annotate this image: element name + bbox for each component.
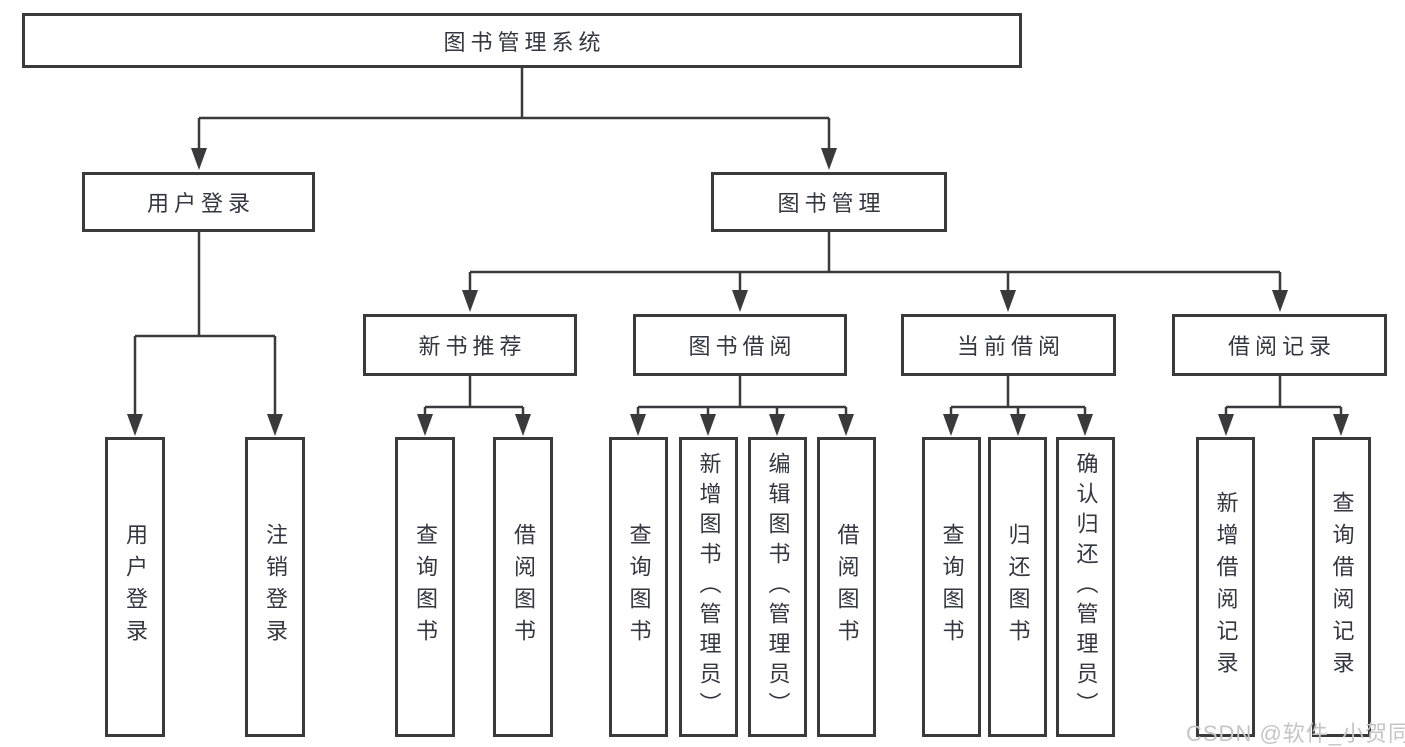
leaf-edit-book-admin: 编辑图书（管理员） bbox=[748, 437, 807, 737]
leaf-borrow-book-newrec: 借阅图书 bbox=[493, 437, 553, 737]
leaf-query-book-current: 查询图书 bbox=[922, 437, 981, 737]
csdn-watermark: CSDN @软件_小贺同学 bbox=[1186, 721, 1405, 746]
node-borrowing-records: 借阅记录 bbox=[1172, 314, 1387, 376]
leaf-add-borrow-record: 新增借阅记录 bbox=[1196, 437, 1255, 737]
leaf-confirm-return-admin: 确认归还（管理员） bbox=[1056, 437, 1115, 737]
leaf-return-book: 归还图书 bbox=[988, 437, 1047, 737]
leaf-query-book-borrowing: 查询图书 bbox=[609, 437, 668, 737]
leaf-add-book-admin: 新增图书（管理员） bbox=[679, 437, 738, 737]
node-book-management: 图书管理 bbox=[711, 172, 947, 232]
node-library-management-system: 图书管理系统 bbox=[22, 13, 1022, 68]
node-book-borrowing: 图书借阅 bbox=[633, 314, 847, 376]
leaf-logout-login: 注销登录 bbox=[245, 437, 305, 737]
leaf-borrow-book-borrowing: 借阅图书 bbox=[817, 437, 876, 737]
leaf-user-login: 用户登录 bbox=[105, 437, 165, 737]
leaf-query-borrow-record: 查询借阅记录 bbox=[1312, 437, 1371, 737]
node-current-borrowing: 当前借阅 bbox=[901, 314, 1116, 376]
node-user-login: 用户登录 bbox=[82, 172, 315, 232]
node-new-book-recommend: 新书推荐 bbox=[363, 314, 577, 376]
leaf-query-book-newrec: 查询图书 bbox=[395, 437, 455, 737]
